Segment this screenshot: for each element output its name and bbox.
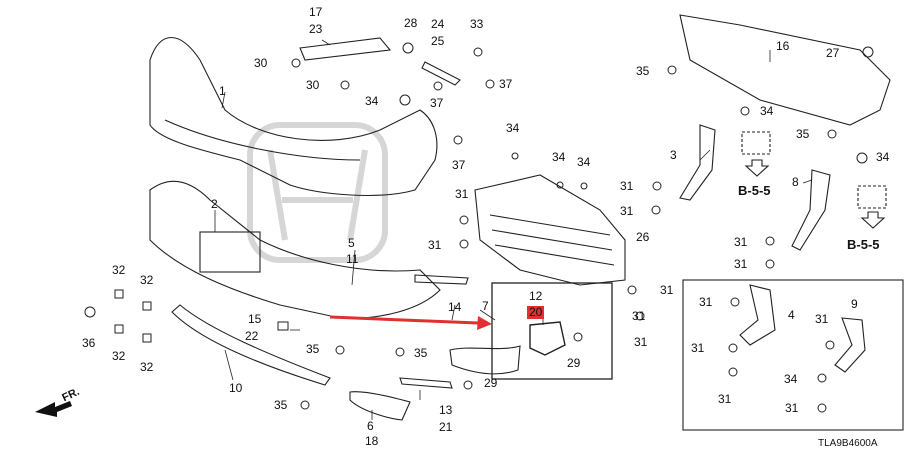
part-label-37c: 37	[452, 158, 466, 172]
part-label-31h: 31	[734, 257, 748, 271]
part-label-34a: 34	[365, 94, 379, 108]
front-arrow	[35, 401, 72, 417]
part-label-23: 23	[309, 22, 323, 36]
part-label-12: 12	[529, 289, 543, 303]
part-label-6: 6	[367, 419, 374, 433]
part-label-27: 27	[826, 46, 840, 60]
part-label-35b: 35	[796, 127, 810, 141]
part-label-31l: 31	[815, 312, 829, 326]
upper-bumper-cover	[149, 36, 438, 196]
part-label-8: 8	[792, 175, 799, 189]
part-label-31j: 31	[691, 341, 705, 355]
part-label-34c: 34	[552, 150, 566, 164]
fog-garnish-left	[349, 391, 411, 421]
part-label-20-highlighted: 20	[527, 305, 545, 319]
highlight-arrow	[329, 315, 492, 330]
lower-bumper	[149, 180, 441, 319]
fog-garnish-right	[449, 345, 521, 375]
part-label-34g: 34	[784, 372, 798, 386]
part-label-11: 11	[346, 252, 359, 266]
ref-box-a	[741, 131, 771, 155]
part-label-24: 24	[431, 17, 445, 31]
part-label-34d: 34	[577, 155, 591, 169]
ref-b55-b: B-5-5	[847, 237, 880, 252]
part-label-5: 5	[348, 236, 355, 250]
part-label-22: 22	[245, 329, 259, 343]
part-label-29b: 29	[484, 376, 498, 390]
part-label-32b: 32	[140, 273, 154, 287]
part-label-35e: 35	[274, 398, 288, 412]
part-label-33: 33	[470, 17, 484, 31]
part-label-35a: 35	[636, 64, 650, 78]
part-label-31g: 31	[734, 235, 748, 249]
bracket-12-20	[529, 321, 566, 356]
part-label-31i: 31	[699, 295, 713, 309]
part-label-32a: 32	[112, 263, 126, 277]
brace-13-21	[399, 377, 453, 389]
part-label-10: 10	[229, 381, 243, 395]
part-label-2: 2	[211, 197, 218, 211]
part-label-37a: 37	[430, 96, 444, 110]
part-label-17: 17	[309, 5, 323, 19]
bracket-9	[834, 317, 866, 373]
part-label-35c: 35	[306, 342, 320, 356]
reinforcement-17	[299, 37, 392, 61]
part-label-9: 9	[851, 297, 858, 311]
bracket-3	[679, 124, 716, 201]
part-label-31n: 31	[632, 309, 646, 323]
bracket-4	[739, 284, 776, 346]
ref-box-b	[857, 185, 887, 209]
part-label-34f: 34	[876, 150, 890, 164]
diagram-code: TLA9B4600A	[818, 438, 878, 449]
part-label-18: 18	[365, 434, 379, 448]
bumper-beam	[679, 14, 891, 126]
callout-box-12-20	[491, 282, 613, 380]
part-label-15: 15	[248, 312, 262, 326]
part-label-31f: 31	[634, 335, 648, 349]
part-label-32c: 32	[112, 349, 126, 363]
fasteners	[84, 42, 874, 413]
part-label-31k: 31	[718, 392, 732, 406]
bracket-8	[791, 169, 831, 251]
ref-b55-a: B-5-5	[738, 183, 771, 198]
part-label-26: 26	[636, 230, 650, 244]
part-label-37b: 37	[499, 77, 513, 91]
part-label-14: 14	[448, 300, 462, 314]
part-label-32d: 32	[140, 360, 154, 374]
part-label-4: 4	[788, 308, 795, 322]
part-label-16: 16	[776, 39, 790, 53]
part-label-31m: 31	[785, 401, 799, 415]
part-label-30b: 30	[306, 78, 320, 92]
grille-frame	[474, 174, 626, 286]
part-label-25: 25	[431, 34, 445, 48]
part-label-31a: 31	[455, 187, 469, 201]
lip-14	[414, 274, 469, 285]
inset-panel	[682, 279, 904, 431]
part-label-1: 1	[219, 84, 226, 98]
part-label-3: 3	[670, 148, 677, 162]
clip-strip-24	[421, 61, 461, 86]
part-label-34e: 34	[760, 104, 774, 118]
license-plate-bracket	[199, 231, 261, 273]
lower-garnish	[171, 304, 331, 386]
part-label-13: 13	[439, 403, 453, 417]
part-label-7: 7	[482, 299, 489, 313]
part-label-35d: 35	[414, 346, 428, 360]
part-label-31b: 31	[428, 238, 442, 252]
honda-watermark	[247, 122, 388, 263]
part-label-34b: 34	[506, 121, 520, 135]
part-label-31e: 31	[660, 283, 674, 297]
part-label-30a: 30	[254, 56, 268, 70]
part-label-28: 28	[404, 16, 418, 30]
part-label-36: 36	[82, 336, 96, 350]
part-label-21: 21	[439, 420, 453, 434]
part-label-31d: 31	[620, 204, 634, 218]
part-label-31c: 31	[620, 179, 634, 193]
part-label-29: 29	[567, 356, 581, 370]
